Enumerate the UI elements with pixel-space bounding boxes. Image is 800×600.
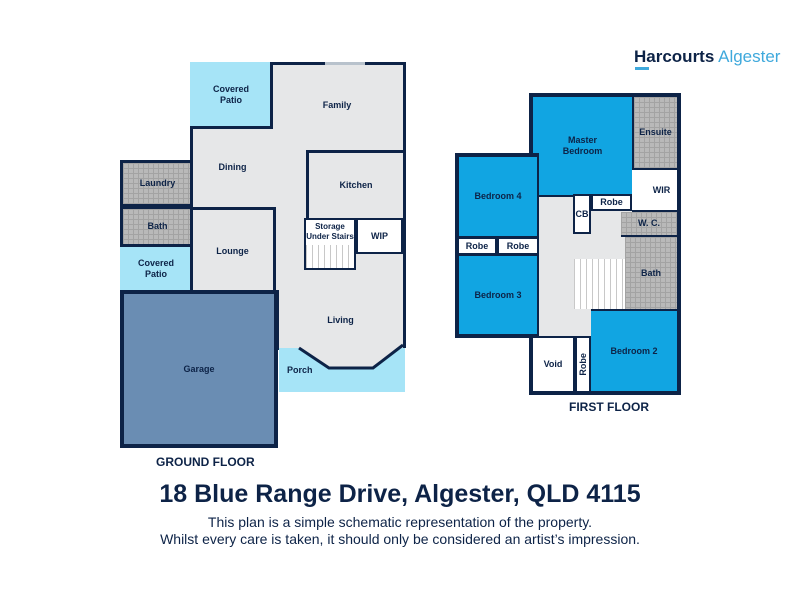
room-label: Laundry bbox=[139, 178, 176, 189]
room-bath: Bath bbox=[120, 207, 192, 247]
room-label: Garage bbox=[183, 363, 215, 374]
room-label: Bedroom 3 bbox=[474, 289, 522, 300]
wall-west bbox=[190, 126, 193, 292]
room-bedroom-3: Bedroom 3 bbox=[455, 254, 539, 338]
wall-east bbox=[403, 62, 406, 348]
logo-office: Algester bbox=[718, 47, 781, 66]
first-floor-label: FIRST FLOOR bbox=[569, 400, 649, 414]
robe-master: Robe bbox=[591, 194, 632, 211]
room-kitchen: Kitchen bbox=[306, 150, 403, 218]
room-label: Bath bbox=[641, 267, 661, 278]
bay-window bbox=[298, 340, 404, 370]
room-bedroom-4: Bedroom 4 bbox=[455, 153, 539, 238]
room-label: Lounge bbox=[216, 245, 249, 256]
wall-dining-north bbox=[190, 126, 273, 129]
room-covered-patio-side: Covered Patio bbox=[120, 247, 192, 290]
room-label: Ensuite bbox=[639, 127, 672, 137]
room-label: Bedroom 4 bbox=[474, 191, 522, 202]
room-label: Bedroom 2 bbox=[610, 345, 658, 356]
robe-bedroom-3: Robe bbox=[497, 237, 539, 255]
window bbox=[325, 62, 365, 65]
robe-bedroom-4: Robe bbox=[455, 237, 497, 255]
room-wc: W. C. bbox=[621, 212, 681, 237]
room-bath-upstairs: Bath bbox=[625, 237, 681, 311]
disclaimer-line-1: This plan is a simple schematic represen… bbox=[207, 514, 593, 530]
room-label: Void bbox=[543, 359, 563, 370]
room-laundry: Laundry bbox=[120, 160, 192, 207]
room-living: Living bbox=[278, 295, 403, 345]
room-wip: WIP bbox=[356, 218, 403, 254]
staircase-upstairs bbox=[574, 259, 625, 309]
room-label: Master Bedroom bbox=[562, 135, 603, 156]
room-covered-patio-top: Covered Patio bbox=[190, 62, 272, 127]
room-label: CB bbox=[575, 208, 589, 219]
room-lounge: Lounge bbox=[192, 207, 276, 292]
room-label: Storage Under Stairs bbox=[306, 222, 354, 241]
room-label: Covered Patio bbox=[137, 257, 174, 279]
void: Void bbox=[529, 336, 575, 395]
room-label: Robe bbox=[577, 353, 588, 376]
room-ensuite: Ensuite bbox=[632, 93, 681, 170]
room-label: WIR bbox=[652, 184, 671, 195]
staircase bbox=[306, 245, 354, 268]
logo-underline bbox=[635, 67, 649, 70]
room-label: Family bbox=[322, 99, 352, 110]
room-dining: Dining bbox=[195, 150, 270, 185]
harcourts-logo: Harcourts Algester bbox=[634, 47, 780, 67]
room-family: Family bbox=[272, 85, 402, 125]
room-label: Bath bbox=[147, 221, 168, 232]
room-label: Covered Patio bbox=[212, 83, 249, 105]
wall-entry bbox=[276, 290, 279, 350]
robe-bedroom-2: Robe bbox=[575, 336, 591, 395]
room-wir: WIR bbox=[632, 170, 681, 212]
logo-brand: Harcourts bbox=[634, 47, 715, 66]
room-label: W. C. bbox=[638, 218, 660, 229]
room-label: Living bbox=[327, 314, 354, 325]
ground-floor-label: GROUND FLOOR bbox=[156, 455, 255, 469]
room-label: WIP bbox=[371, 230, 388, 241]
room-master-bedroom: Master Bedroom bbox=[529, 93, 634, 197]
wall-patio bbox=[270, 62, 273, 127]
room-label: Porch bbox=[287, 364, 313, 375]
disclaimer-line-2: Whilst every care is taken, it should on… bbox=[160, 531, 640, 547]
room-bedroom-2: Bedroom 2 bbox=[591, 309, 681, 395]
room-label: Robe bbox=[600, 197, 623, 208]
room-label: Robe bbox=[465, 240, 489, 251]
room-label: Kitchen bbox=[339, 180, 373, 191]
room-label: Robe bbox=[506, 240, 530, 251]
room-label: Dining bbox=[218, 162, 247, 173]
closet-cb: CB bbox=[573, 194, 591, 234]
room-garage: Garage bbox=[120, 290, 278, 448]
property-address: 18 Blue Range Drive, Algester, QLD 4115 bbox=[159, 480, 641, 508]
